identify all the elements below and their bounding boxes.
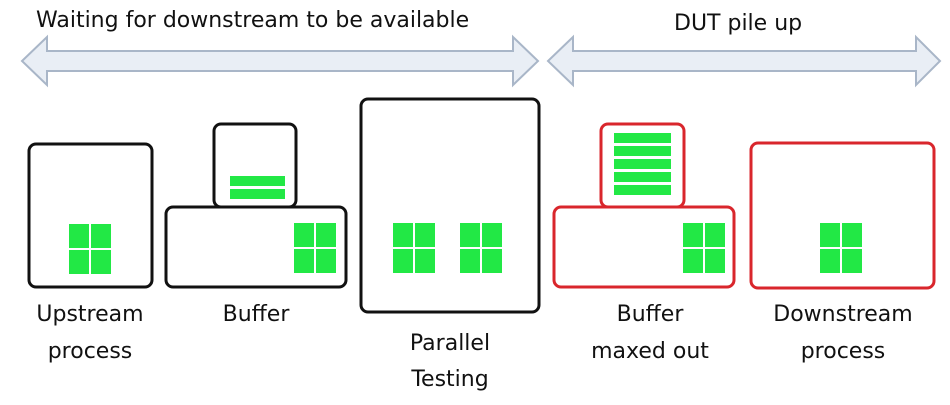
dut-unit (316, 249, 336, 273)
upstream-process-box (27, 142, 154, 289)
dut-unit (460, 223, 480, 247)
parallel-testing-box (359, 97, 541, 314)
dut-unit (820, 249, 840, 273)
buffer-maxed-label-line1: Buffer (616, 302, 684, 327)
buffer-bottom-box (164, 205, 348, 289)
dut-unit (393, 249, 413, 273)
buffer-maxed-stack-unit (614, 159, 671, 169)
downstream-process-box (749, 141, 936, 290)
parallel-label-line1: Parallel (409, 331, 491, 356)
dut-unit (482, 223, 502, 247)
dut-unit (69, 250, 89, 274)
buffer-maxed-stack-unit (614, 185, 671, 195)
dut-unit (842, 249, 862, 273)
buffer-maxed-stack-unit (614, 133, 671, 143)
dut-unit (482, 249, 502, 273)
pileup-header: DUT pile up (674, 11, 803, 36)
downstream-label-line1: Downstream (773, 302, 913, 327)
dut-unit (294, 223, 314, 247)
pileup-double-arrow (546, 34, 942, 88)
dut-unit (69, 224, 89, 248)
buffer-stack-unit (230, 176, 285, 186)
dut-unit (683, 223, 703, 247)
buffer-stacks (230, 133, 671, 199)
buffer-maxed-stack-unit (614, 146, 671, 156)
upstream-label-line1: Upstream (36, 302, 144, 327)
dut-unit (705, 249, 725, 273)
dut-unit (460, 249, 480, 273)
dut-unit (393, 223, 413, 247)
dut-units (69, 223, 862, 274)
buffer-stack-unit (230, 189, 285, 199)
dut-unit (316, 223, 336, 247)
dut-unit (842, 223, 862, 247)
dut-unit (415, 249, 435, 273)
buffer-maxed-bottom-box (552, 205, 736, 289)
buffer-maxed-stack-unit (614, 172, 671, 182)
buffer-label: Buffer (222, 302, 290, 327)
parallel-label-line2: Testing (411, 367, 489, 392)
dut-unit (91, 224, 111, 248)
buffer-maxed-label-line2: maxed out (591, 339, 709, 364)
dut-unit (683, 249, 703, 273)
dut-unit (294, 249, 314, 273)
downstream-label-line2: process (800, 339, 886, 364)
upstream-label-line2: process (47, 339, 133, 364)
dut-unit (91, 250, 111, 274)
waiting-header: Waiting for downstream to be available (36, 8, 470, 33)
dut-unit (415, 223, 435, 247)
dut-unit (820, 223, 840, 247)
waiting-double-arrow (20, 34, 540, 88)
dut-unit (705, 223, 725, 247)
